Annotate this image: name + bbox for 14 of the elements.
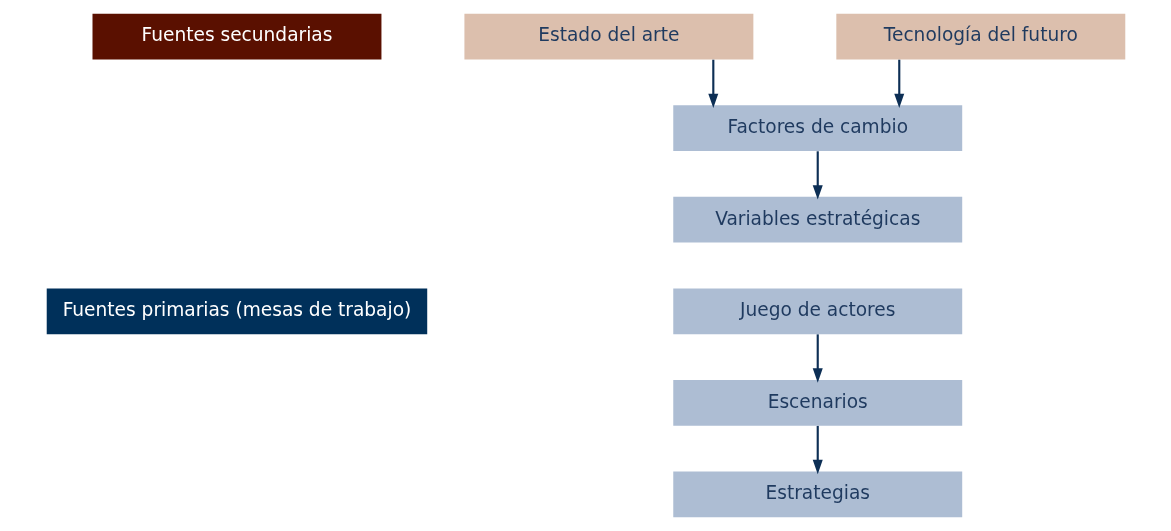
node-box: Fuentes primarias (mesas de trabajo)	[46, 288, 427, 335]
arrow	[812, 334, 823, 383]
arrow	[812, 151, 823, 200]
node-box: Juego de actores	[672, 288, 962, 335]
arrow	[707, 59, 718, 108]
arrow	[893, 59, 904, 108]
node-box: Variables estratégicas	[672, 196, 962, 243]
arrow	[812, 425, 823, 475]
node-box: Tecnología del futuro	[835, 13, 1125, 60]
node-box: Fuentes secundarias	[92, 13, 381, 60]
node-box: Estrategias	[672, 471, 962, 518]
node-box: Estado del arte	[463, 13, 753, 60]
node-box: Escenarios	[672, 379, 962, 426]
node-box: Factores de cambio	[672, 105, 962, 152]
